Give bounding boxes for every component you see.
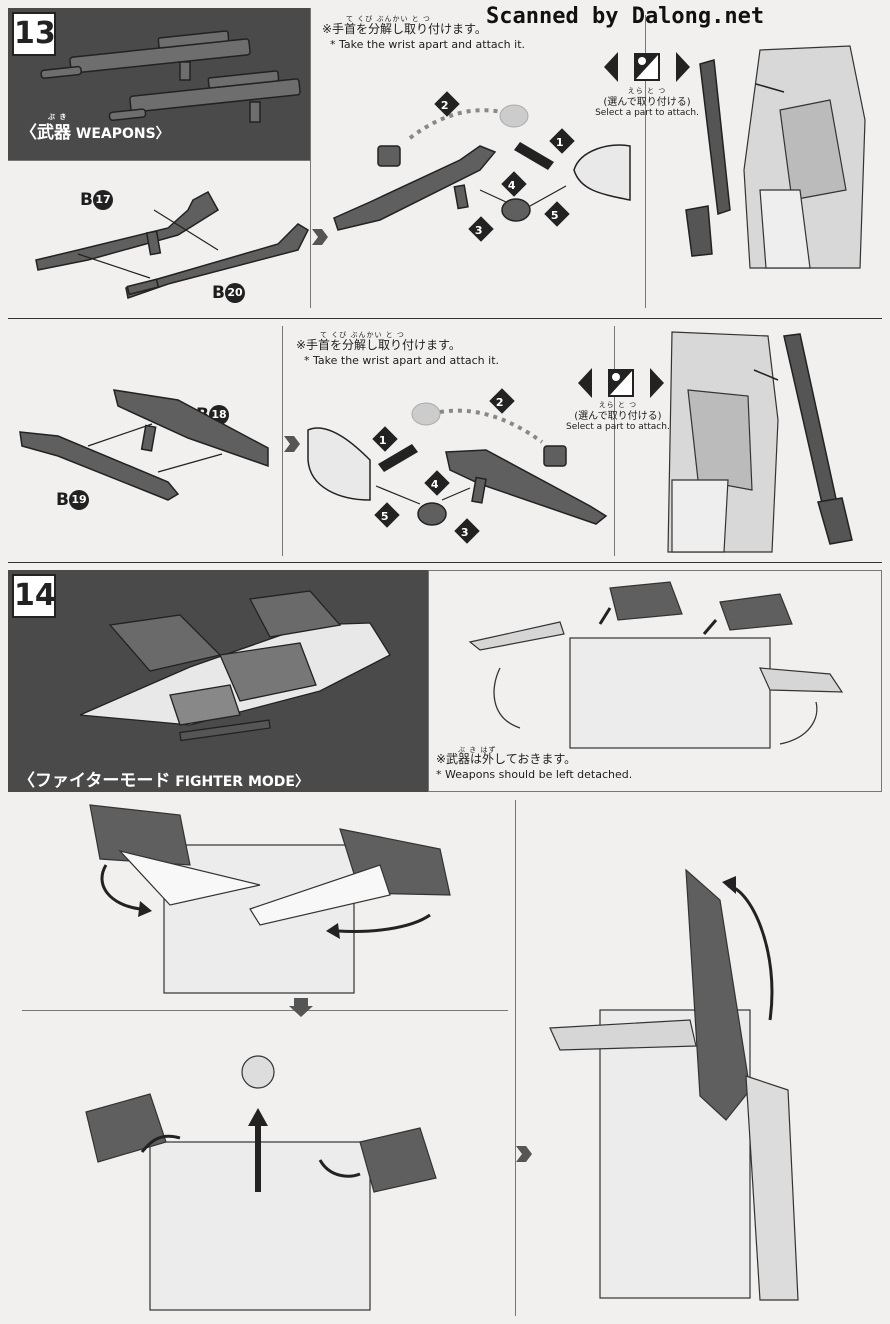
- rifle-parts-assembly-bottom: [19, 389, 269, 501]
- step-marker-1: 1: [372, 426, 398, 452]
- wings-folded-back-illustration: [549, 868, 799, 1301]
- step14-badge: 14: [12, 574, 56, 618]
- note-en: * Weapons should be left detached.: [436, 768, 633, 781]
- arrow-right-icon: [312, 229, 328, 245]
- divider: [8, 160, 310, 161]
- step14-title-jp: 〈ファイターモード: [18, 771, 171, 791]
- divider: [22, 1010, 508, 1011]
- weapons-detached-illustration: [468, 581, 844, 749]
- step-marker-5: 5: [374, 502, 400, 528]
- step-marker-4: 4: [501, 171, 527, 197]
- part-number: 20: [224, 283, 245, 303]
- step-marker-3: 3: [468, 216, 494, 242]
- step-marker-5: 5: [544, 201, 570, 227]
- head-raise-illustration: [85, 1055, 437, 1311]
- select-jp: (選んで取り付ける): [603, 97, 691, 108]
- part-letter: B: [212, 283, 225, 303]
- step-marker-1: 1: [549, 128, 575, 154]
- watermark-text: Scanned by Dalong.net: [486, 4, 765, 29]
- step-marker-4: 4: [424, 470, 450, 496]
- divider: [8, 318, 882, 319]
- note-en: * Take the wrist apart and attach it.: [330, 38, 526, 51]
- step13-bottom-note: て くび ぶんかい と つ ※手首を分解し取り付けます。 * Take the …: [296, 331, 500, 368]
- select-en: Select a part to attach.: [595, 108, 699, 118]
- note-ruby: て くび ぶんかい と つ: [320, 331, 405, 339]
- fighter-mode-illustration: [79, 590, 391, 742]
- arrow-right-icon: [284, 436, 300, 452]
- step-marker-3: 3: [454, 518, 480, 544]
- select-part-icon: [578, 368, 664, 398]
- note-jp: ※手首を分解し取り付けます。: [296, 338, 461, 352]
- step13-title-en: WEAPONS〉: [75, 126, 170, 142]
- divider: [645, 15, 646, 308]
- step13-top-select-caption: えら と つ (選んで取り付ける) Select a part to attac…: [592, 86, 702, 119]
- wrist-attach-diagram-bottom: [307, 402, 608, 526]
- step14-detach-panel: [428, 570, 882, 792]
- select-ruby: えら と つ: [598, 401, 638, 409]
- select-part-icon: [604, 52, 690, 82]
- step13-bottom-select-caption: えら と つ (選んで取り付ける) Select a part to attac…: [566, 400, 670, 433]
- rifle-parts-assembly-top: [35, 190, 309, 299]
- step-marker-2: 2: [489, 388, 515, 414]
- step14-title: 〈ファイターモード FIGHTER MODE〉: [18, 766, 309, 791]
- step13-title-ruby: ぶ き: [48, 113, 68, 121]
- step-marker-2: 2: [434, 91, 460, 117]
- part-letter: B: [56, 490, 69, 510]
- note-jp: ※武器は外しておきます。: [436, 752, 577, 766]
- divider: [8, 562, 882, 563]
- divider: [282, 326, 283, 556]
- step13-badge: 13: [12, 12, 56, 56]
- fold-wings-illustration: [89, 804, 451, 994]
- part-number: 19: [68, 490, 89, 510]
- select-jp: (選んで取り付ける): [574, 411, 662, 422]
- divider: [515, 800, 516, 1316]
- robot-with-rifle-illustration-top: [685, 45, 866, 269]
- step14-title-en: FIGHTER MODE〉: [175, 774, 309, 790]
- part-number: 17: [92, 190, 113, 210]
- part-letter: B: [80, 190, 93, 210]
- robot-with-rifle-illustration-bottom: [667, 331, 853, 553]
- note-en: * Take the wrist apart and attach it.: [304, 354, 500, 367]
- select-ruby: えら と つ: [627, 87, 667, 95]
- step13-top-note: て くび ぶんかい と つ ※手首を分解し取り付けます。 * Take the …: [322, 15, 526, 52]
- arrow-down-icon: [289, 998, 313, 1017]
- select-en: Select a part to attach.: [566, 422, 670, 432]
- note-ruby: て くび ぶんかい と つ: [346, 15, 431, 23]
- note-ruby: ぶ き はず: [458, 746, 497, 754]
- note-jp: ※手首を分解し取り付けます。: [322, 22, 487, 36]
- wrist-attach-diagram-top: [333, 104, 631, 231]
- divider: [310, 8, 311, 308]
- step13-title: ぶ き 〈武器 WEAPONS〉: [20, 113, 170, 143]
- step13-title-jp: 〈武器: [20, 123, 71, 143]
- arrow-right-icon: [516, 1146, 532, 1162]
- weapons-header-illustration: [40, 30, 301, 123]
- step14-note: ぶ き はず ※武器は外しておきます。 * Weapons should be …: [436, 746, 633, 782]
- divider: [614, 326, 615, 556]
